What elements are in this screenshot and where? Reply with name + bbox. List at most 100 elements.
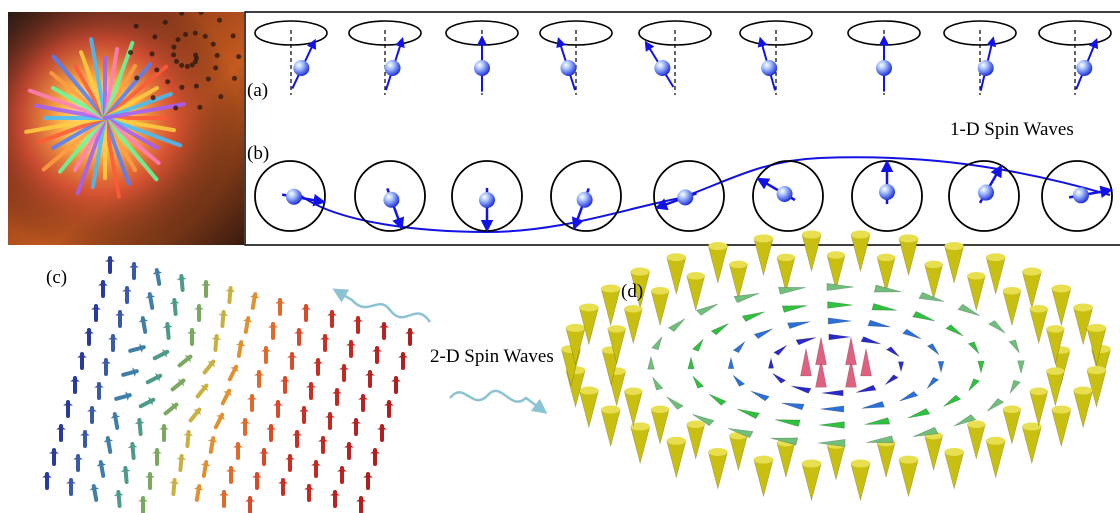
- cone-base: [1022, 267, 1042, 276]
- spin-cone-icon: [707, 451, 728, 490]
- cone-base: [1073, 386, 1093, 395]
- label-b: (b): [247, 143, 269, 164]
- cone-base: [944, 242, 964, 251]
- spin-arrow-head: [216, 414, 225, 421]
- spin-arrow-head: [193, 409, 202, 416]
- spin-cone-icon: [968, 378, 981, 392]
- cone-base: [850, 459, 871, 468]
- precessing-spin-icon: [638, 20, 712, 95]
- spin-circle: [752, 160, 824, 232]
- spin-cone-icon: [795, 337, 817, 346]
- art-dot: [236, 54, 242, 60]
- spin-cone-icon: [850, 234, 871, 273]
- spin-arrow-head: [372, 348, 382, 352]
- spin-arrow-head: [177, 378, 184, 387]
- cone-base: [579, 303, 599, 312]
- spin-arrow-head: [384, 402, 394, 406]
- spin-cone-icon: [926, 343, 940, 356]
- art-petal: [49, 71, 107, 120]
- spin-arrow-head: [183, 432, 194, 436]
- cone-base: [1029, 387, 1048, 395]
- spin-arrow-head: [66, 480, 76, 484]
- art-dot: [179, 12, 185, 16]
- art-petal: [103, 47, 120, 120]
- spin-arrow-head: [120, 468, 131, 472]
- spin-cone-icon: [1051, 409, 1072, 448]
- cone-base: [666, 436, 686, 445]
- spin-cone-icon: [926, 376, 940, 389]
- art-petal: [90, 116, 107, 189]
- spin-cone-icon: [692, 413, 715, 427]
- spin-cone-icon: [985, 256, 1006, 296]
- spin-sphere-icon: [876, 60, 892, 76]
- spin-cone-icon: [1029, 308, 1049, 345]
- art-petal: [103, 102, 186, 120]
- spin-cone-icon: [707, 245, 728, 285]
- art-petal: [58, 116, 107, 174]
- spin-cone-icon: [753, 238, 774, 277]
- spin-cone-icon: [873, 284, 902, 293]
- art-dot: [205, 76, 211, 82]
- art-petal: [103, 116, 161, 165]
- art-dot: [192, 59, 198, 65]
- spin-cone-icon: [667, 318, 686, 332]
- spin-arrow-head: [145, 294, 156, 299]
- spin-arrow-head: [245, 498, 255, 502]
- spin-sphere-icon: [293, 60, 310, 76]
- art-petal: [51, 54, 107, 120]
- spin-cone-icon: [944, 451, 965, 490]
- label-2d-spin-waves: 2-D Spin Waves: [430, 346, 554, 367]
- spin-sphere-icon: [879, 184, 895, 200]
- spin-cone-icon: [753, 328, 773, 340]
- spin-arrow-head: [138, 498, 148, 502]
- art-petal: [103, 62, 152, 120]
- spin-cone-icon: [1029, 390, 1049, 427]
- art-petal: [103, 116, 159, 182]
- spin-cone-icon: [773, 345, 788, 356]
- spin-arrow-head: [96, 462, 107, 467]
- spin-cone-icon: [736, 408, 760, 419]
- spin-arrow-head: [110, 414, 121, 419]
- spin-arrow-head: [145, 474, 155, 478]
- spin-cone-icon: [827, 301, 853, 309]
- spin-cone-icon: [899, 390, 919, 402]
- spin-arrow-head: [101, 360, 111, 364]
- art-dot: [154, 67, 160, 73]
- spin-cone-icon: [732, 374, 746, 387]
- spin-arrow-head: [176, 456, 187, 460]
- spin-arrow-head: [311, 462, 321, 466]
- spin-arrow-head: [301, 306, 311, 310]
- cone-base: [986, 436, 1006, 445]
- spin-arrow-head: [73, 456, 83, 460]
- cone-base: [630, 422, 650, 431]
- spin-arrow-head: [193, 486, 204, 491]
- spin-cone-icon: [630, 426, 651, 465]
- spin-cone-icon: [695, 303, 719, 316]
- spin-arrow-head: [351, 420, 361, 424]
- spin-cone-icon: [845, 359, 857, 388]
- spin-arrow-head: [344, 444, 354, 448]
- art-dot: [152, 34, 158, 40]
- cone-base: [827, 251, 845, 259]
- spin-arrow-head: [405, 330, 415, 334]
- cone-base: [967, 271, 986, 280]
- cone-base: [850, 230, 871, 239]
- spin-sphere-icon: [1072, 187, 1089, 204]
- spin-arrow-head: [169, 300, 180, 304]
- cone-base: [1086, 323, 1107, 332]
- spin-arrow-head: [247, 396, 257, 400]
- spin-arrow-head: [379, 324, 389, 328]
- spin-cone-icon: [647, 355, 655, 370]
- spin-arrow-head: [304, 486, 314, 490]
- spin-cone-icon: [728, 435, 748, 472]
- spin-cone-icon: [750, 390, 770, 402]
- spin-arrow-head: [152, 270, 163, 275]
- spin-cone-icon: [728, 264, 748, 301]
- spin-cone-icon: [1008, 339, 1020, 354]
- spin-arrow-head: [108, 336, 118, 340]
- art-dot: [192, 30, 198, 36]
- spin-arrow-head: [278, 480, 288, 484]
- spin-arrow-head: [176, 276, 187, 280]
- spin-arrow-head: [169, 480, 180, 484]
- spin-cone-icon: [686, 423, 706, 460]
